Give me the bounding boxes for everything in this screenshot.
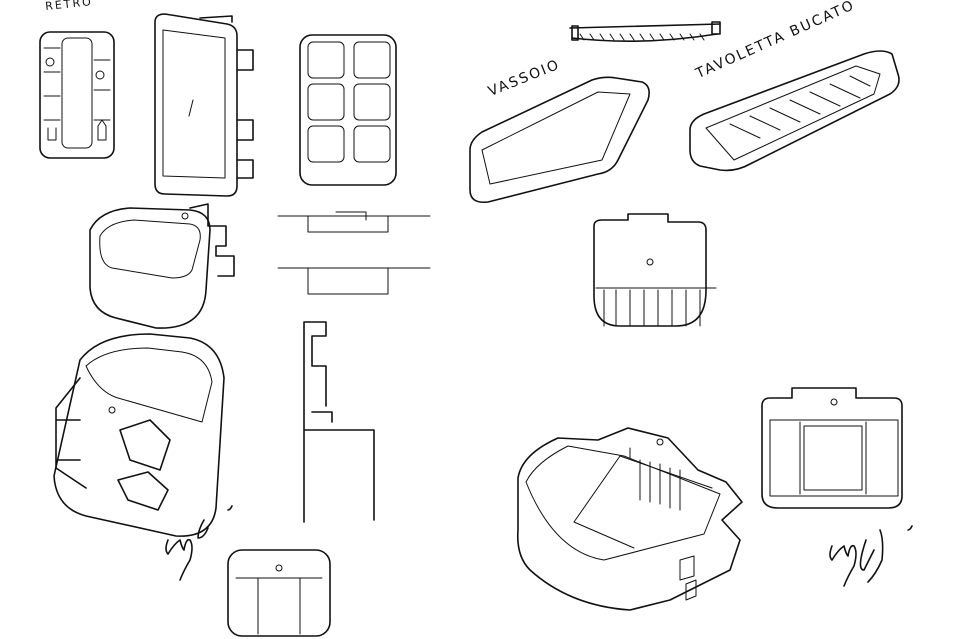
rod-sketch	[569, 21, 721, 42]
basin-large-sketch	[53, 333, 225, 537]
signature-right	[829, 525, 913, 587]
drawer-top-view-sketch	[761, 387, 903, 509]
basin-top-view-sketch	[227, 549, 331, 637]
mirror-sketch	[154, 13, 254, 197]
basin-small-sketch	[89, 203, 235, 329]
grid-panel-sketch	[299, 34, 397, 186]
retro-panel-sketch	[39, 31, 115, 159]
container-large-sketch	[516, 427, 743, 611]
profile-sketches	[277, 211, 431, 523]
vassoio-tray-sketch	[469, 76, 650, 204]
tavoletta-board-sketch	[689, 50, 900, 172]
signature-left	[165, 505, 233, 581]
sink-section-sketch	[593, 213, 717, 327]
